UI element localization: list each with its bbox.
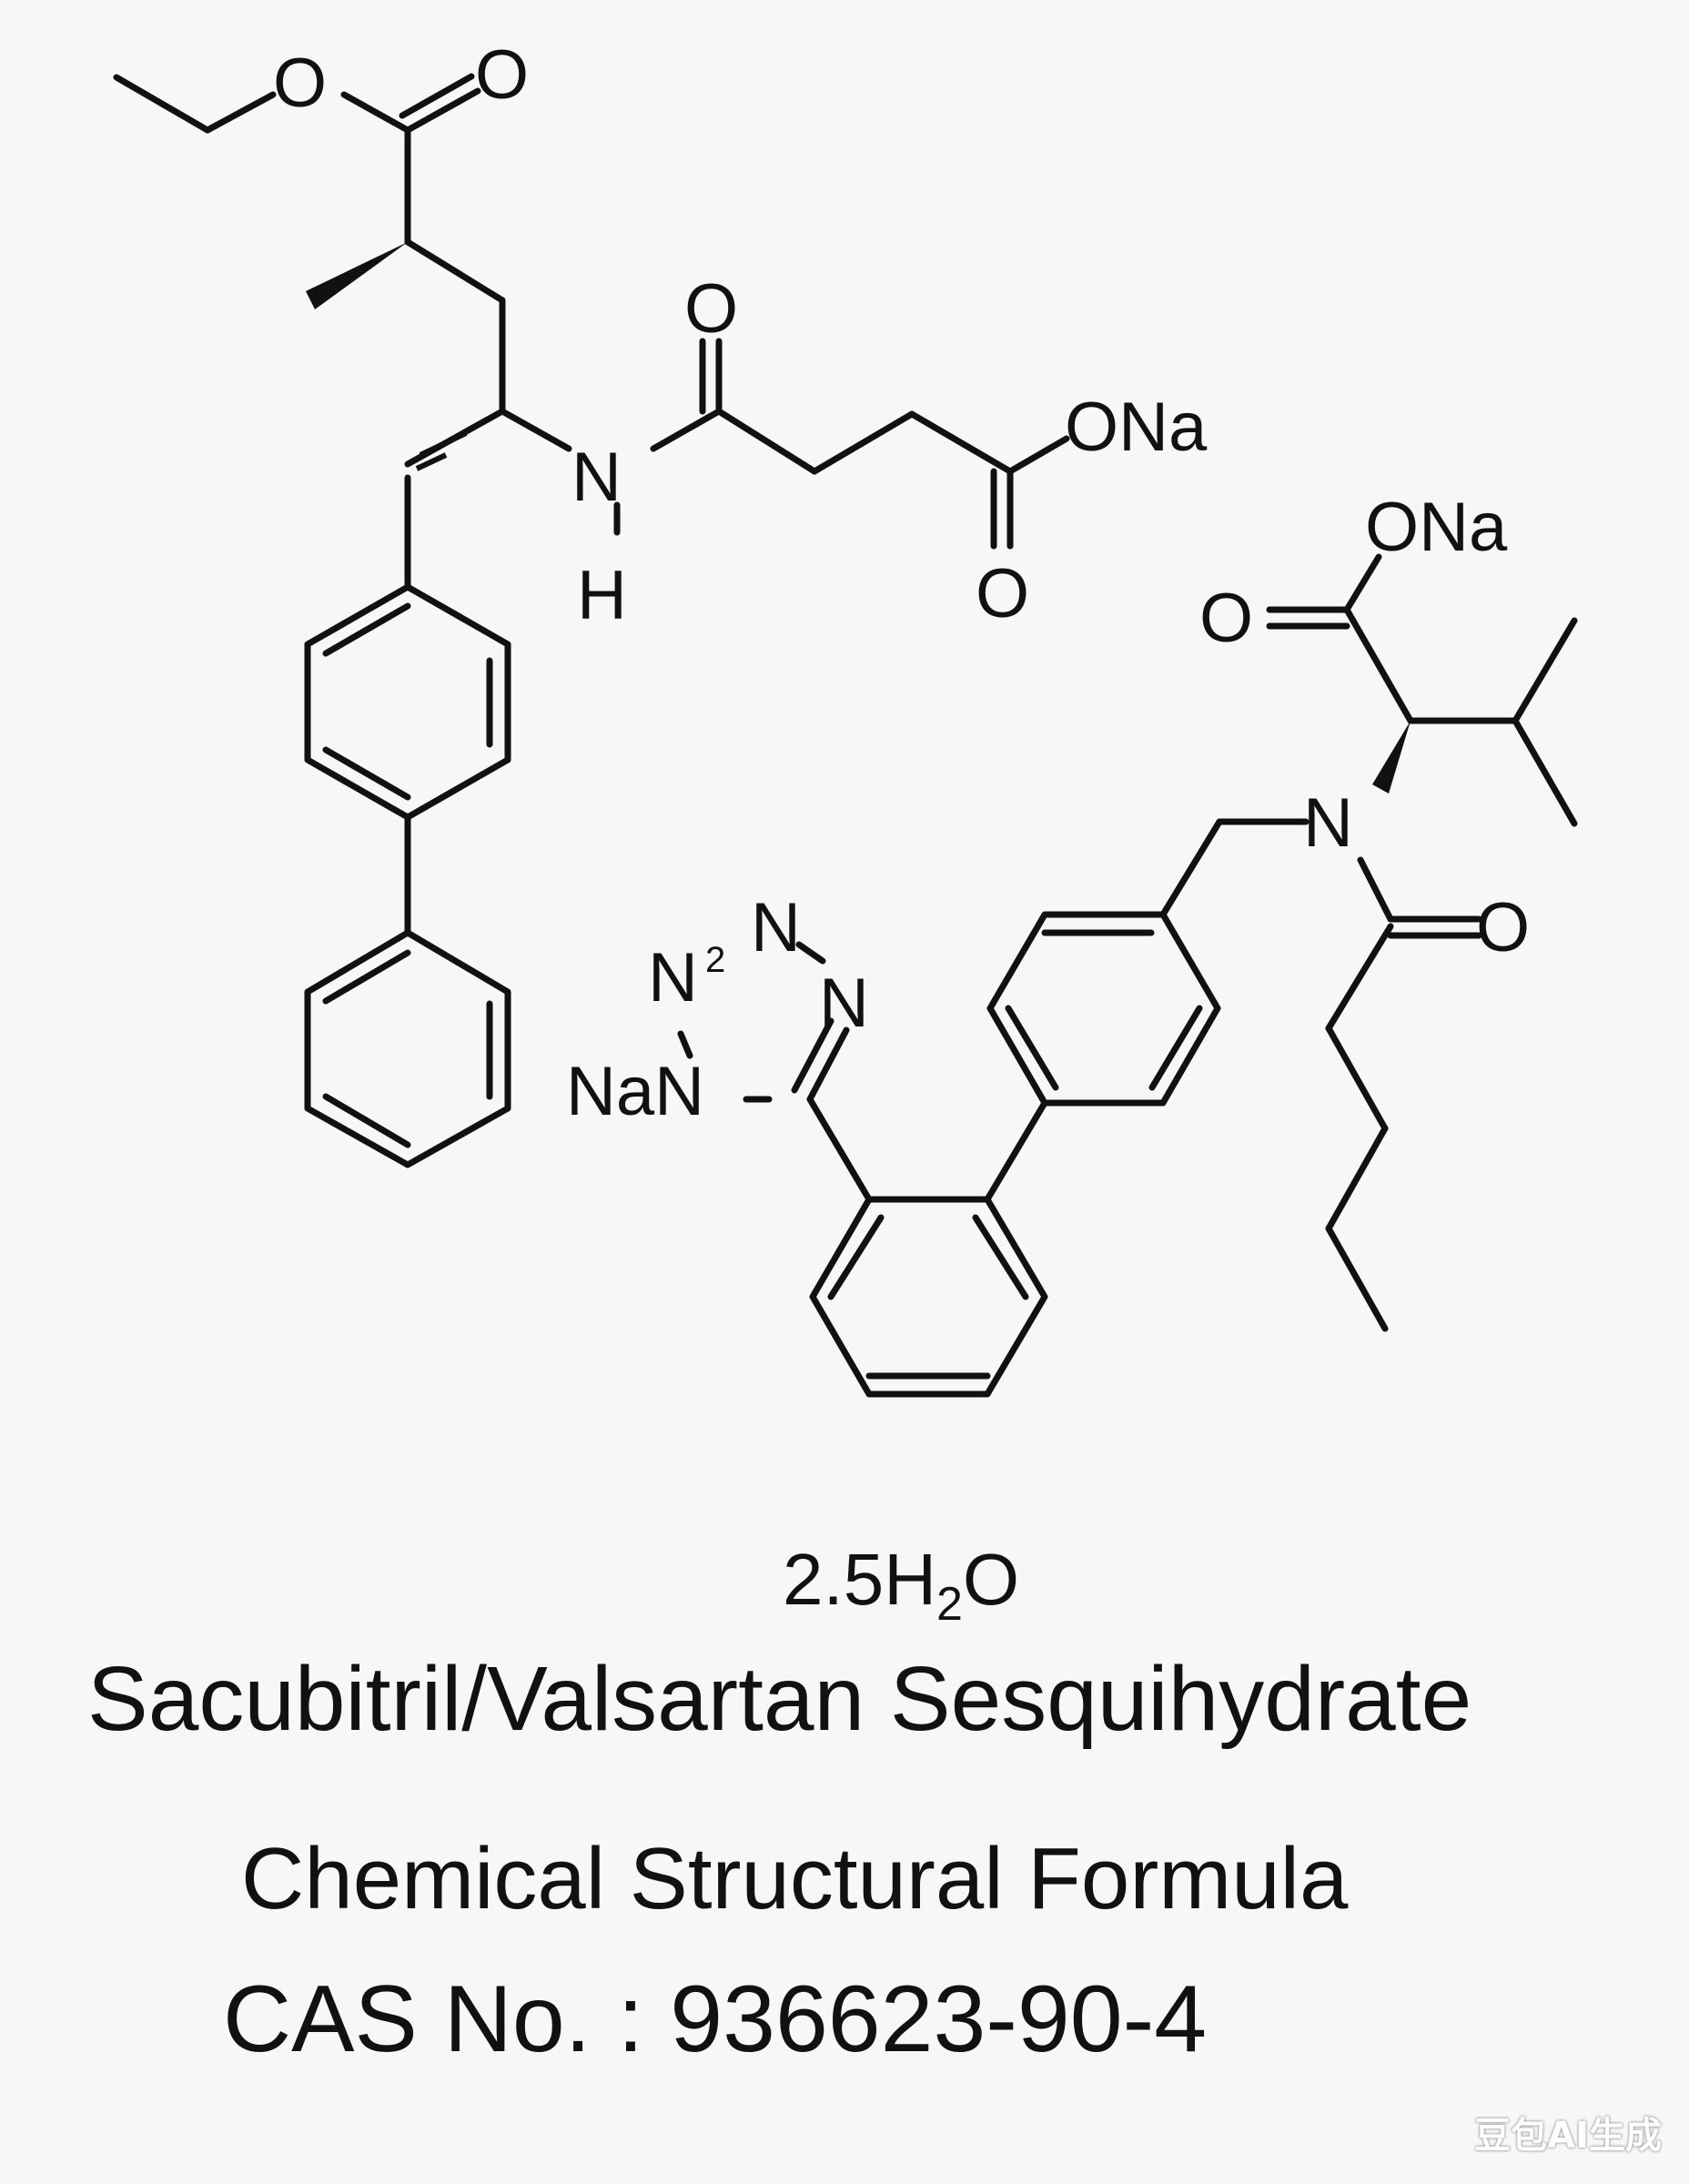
atom-ester-carbonyl-o: O (475, 36, 529, 114)
atom-tet-n-top: N (751, 889, 801, 966)
atom-amide-h: H (577, 557, 627, 634)
atom-amide-n: N (571, 439, 622, 516)
atom-val-amide-o: O (1476, 889, 1530, 966)
subtitle: Chemical Structural Formula (241, 1830, 1349, 1927)
atom-succ-o: O (976, 555, 1029, 632)
atom-val-n: N (1303, 784, 1353, 862)
atom-ester-o: O (273, 45, 327, 122)
atom-tet-nan: NaN (566, 1053, 704, 1130)
watermark: 豆包AI生成 (1474, 2115, 1662, 2157)
compound-name: Sacubitril/Valsartan Sesquihydrate (87, 1648, 1472, 1750)
atom-val-carbonyl-o: O (1199, 580, 1253, 657)
sacubitril-bonds (113, 73, 1070, 1168)
atom-val-ona: ONa (1365, 489, 1508, 566)
atom-tet-n-right: N (819, 965, 869, 1042)
atom-amide-o: O (684, 270, 738, 348)
valsartan-wedge (1372, 721, 1411, 794)
cas-number: CAS No. : 936623-90-4 (223, 1967, 1208, 2072)
atom-tet-n2: N (648, 939, 698, 1016)
atom-succ-ona: ONa (1065, 389, 1208, 466)
wedge-bond (306, 242, 408, 309)
valsartan-bonds (677, 553, 1578, 1398)
hydrate-label: 2.5H2O (783, 1539, 1020, 1631)
hashed-bond (415, 430, 468, 471)
atom-tet-n2-label: 2 (705, 940, 725, 980)
